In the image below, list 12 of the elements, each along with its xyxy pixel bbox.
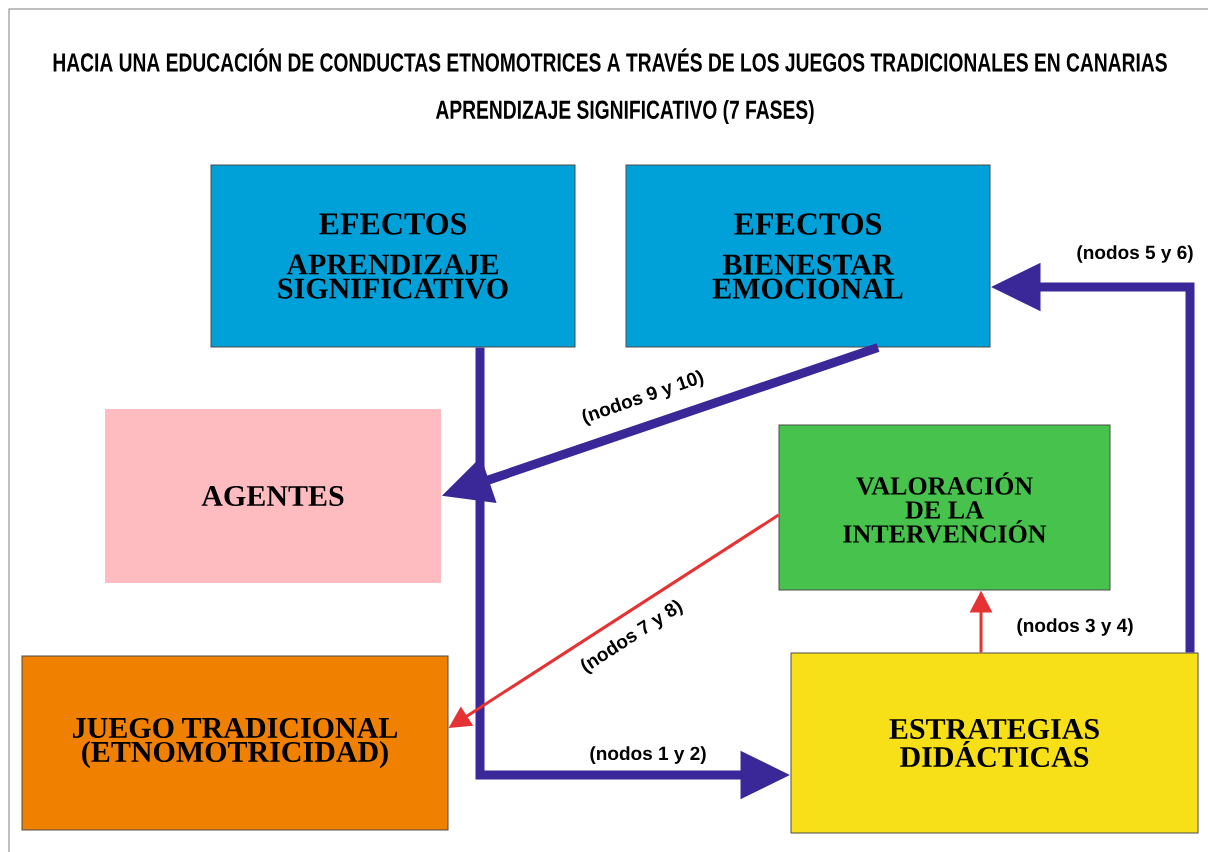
edge-label: (nodos 3 y 4) <box>1014 616 1136 638</box>
process-box: EFECTOS BIENESTAR EMOCIONAL <box>625 164 991 348</box>
process-box: EFECTOS APRENDIZAJE SIGNIFICATIVO <box>210 164 576 348</box>
process-box: AGENTES <box>105 409 441 583</box>
process-box: VALORACIÓN DE LA INTERVENCIÓN <box>778 424 1111 591</box>
edge-label: (nodos 1 y 2) <box>587 744 709 766</box>
subtitle: APRENDIZAJE SIGNIFICATIVO (7 FASES) <box>435 99 814 125</box>
process-box: JUEGO TRADICIONAL (ETNOMOTRICIDAD) <box>21 655 449 831</box>
edge-label: (nodos 5 y 6) <box>1074 243 1196 265</box>
title: HACIA UNA EDUCACIÓN DE CONDUCTAS ETNOMOTRICES A TRAVÉS DE LOS JUEGOS TRADICIONALES EN CANARIAS <box>53 48 1167 72</box>
process-box: ESTRATEGIAS DIDÁCTICAS <box>790 652 1199 834</box>
edge-label: (nodos 9 y 10) <box>577 366 709 430</box>
